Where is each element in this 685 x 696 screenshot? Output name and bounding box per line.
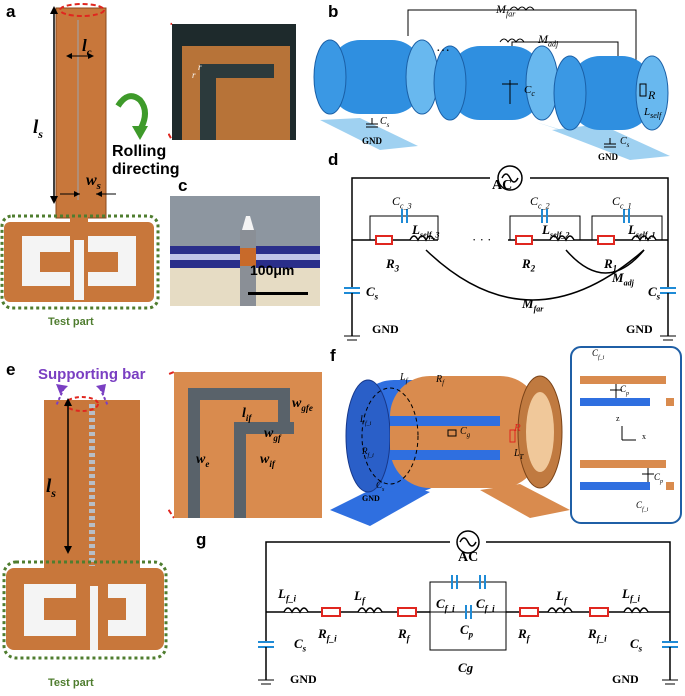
label-lf-left: Lf — [354, 588, 365, 606]
label-axis-z: z — [616, 414, 620, 423]
label-cfi-b: Cf_i — [476, 596, 495, 614]
label-wif: wif — [260, 452, 275, 469]
label-lself1: Lself_1 — [628, 222, 656, 240]
panel-b-rolled-tubes — [313, 6, 670, 160]
label-cfi-a: Cf_i — [436, 596, 455, 614]
label-ls: ls — [33, 117, 43, 141]
label-lt-f: LT — [514, 448, 524, 461]
label-cs-g-right: Cs — [630, 636, 643, 654]
panel-label-e: e — [6, 360, 16, 379]
label-lif: lif — [242, 406, 252, 423]
label-ws: ws — [86, 172, 101, 193]
label-cc3: Cc_3 — [392, 194, 412, 211]
label-cp-g: Cp — [460, 622, 474, 640]
label-lfi-f: Lf_i — [360, 414, 372, 427]
label-lf-f: Lf — [400, 372, 408, 385]
gnd-d-right: GND — [626, 322, 653, 336]
label-lfi-left: Lf_i — [278, 586, 296, 604]
panel-f-structure — [330, 375, 570, 526]
label-lself2: Lself_2 — [542, 222, 570, 240]
panel-label-c: c — [178, 176, 188, 195]
label-r1: R1 — [604, 256, 618, 274]
label-cs-b-left: Cs — [380, 116, 390, 129]
panel-a-inset-photo: r r — [168, 22, 296, 141]
label-cs-f: Cs — [376, 480, 385, 493]
gnd-b-left: GND — [362, 136, 382, 146]
svg-text:r: r — [198, 62, 202, 72]
gnd-b-right: GND — [598, 152, 618, 162]
label-ac-g: AC — [458, 550, 479, 565]
svg-text:r: r — [192, 70, 196, 80]
label-lself: Lself — [644, 106, 662, 121]
test-part-label-e: Test part — [48, 677, 94, 689]
label-r3: R3 — [386, 256, 400, 274]
label-rf-left: Rf — [398, 626, 410, 644]
panel-e-inset-photo — [168, 371, 322, 519]
label-inset-cp: Cp — [620, 384, 630, 397]
label-axis-x: x — [642, 432, 646, 441]
label-rfi-right: Rf_i — [588, 626, 607, 644]
label-cs-b-right: Cs — [620, 136, 630, 149]
panel-f-inset — [570, 346, 682, 524]
label-wgfe: wgfe — [292, 396, 313, 413]
label-lself3: Lself_3 — [412, 222, 440, 240]
panel-g-circuit — [258, 530, 678, 685]
label-cs-g-left: Cs — [294, 636, 307, 654]
label-mfar: Mfar — [496, 2, 516, 19]
label-lc: lc — [82, 36, 92, 59]
label-madj-d: Madj — [612, 270, 634, 288]
label-r-f: R — [514, 422, 521, 434]
gnd-g-right: GND — [612, 672, 639, 686]
label-mfar-d: Mfar — [522, 296, 544, 314]
label-rf-f: Rf — [436, 374, 445, 387]
panel-e-device — [2, 384, 168, 660]
label-cg-f: Cg — [460, 426, 471, 439]
gnd-g-left: GND — [290, 672, 317, 686]
label-ac-d: AC — [492, 178, 513, 193]
label-rfi-f: Rf_i — [362, 446, 374, 459]
label-cs-d-left: Cs — [366, 284, 379, 302]
label-madj: Madj — [538, 32, 559, 49]
test-part-label-a: Test part — [48, 316, 94, 328]
label-wgf: wgf — [264, 426, 281, 443]
panel-c-photo — [170, 196, 320, 306]
label-rf-right: Rf — [518, 626, 530, 644]
panel-label-f: f — [330, 346, 336, 365]
label-lfi-right: Lf_i — [622, 586, 640, 604]
panel-label-g: g — [196, 530, 207, 549]
label-r: R — [648, 88, 656, 102]
panel-label-d: d — [328, 150, 339, 169]
label-we: we — [196, 452, 210, 469]
gnd-d-left: GND — [372, 322, 399, 336]
panel-a-device — [0, 3, 160, 310]
scale-bar-label: 100μm — [250, 262, 295, 278]
dots-d: · · · — [472, 232, 492, 247]
label-cc: Cc — [524, 84, 535, 99]
label-lf-right: Lf — [556, 588, 567, 606]
gnd-f: GND — [362, 494, 380, 503]
label-cc2: Cc_2 — [530, 194, 550, 211]
label-rfi-left: Rf_i — [318, 626, 337, 644]
label-cg-g: Cg — [458, 660, 474, 675]
label-cc1: Cc_1 — [612, 194, 632, 211]
label-ls-e: ls — [46, 476, 56, 500]
label-inset-cfi2: Cf_i — [636, 500, 649, 513]
panel-d-circuit — [344, 165, 676, 341]
label-inset-cp2: Cp — [654, 472, 664, 485]
dots-b: … — [436, 40, 450, 55]
panel-label-a: a — [6, 2, 16, 21]
label-cs-d-right: Cs — [648, 284, 661, 302]
label-inset-cfi: Cf_i — [592, 348, 605, 361]
label-r2: R2 — [522, 256, 536, 274]
panel-label-b: b — [328, 2, 339, 21]
supporting-bar-label: Supporting bar — [38, 366, 146, 383]
